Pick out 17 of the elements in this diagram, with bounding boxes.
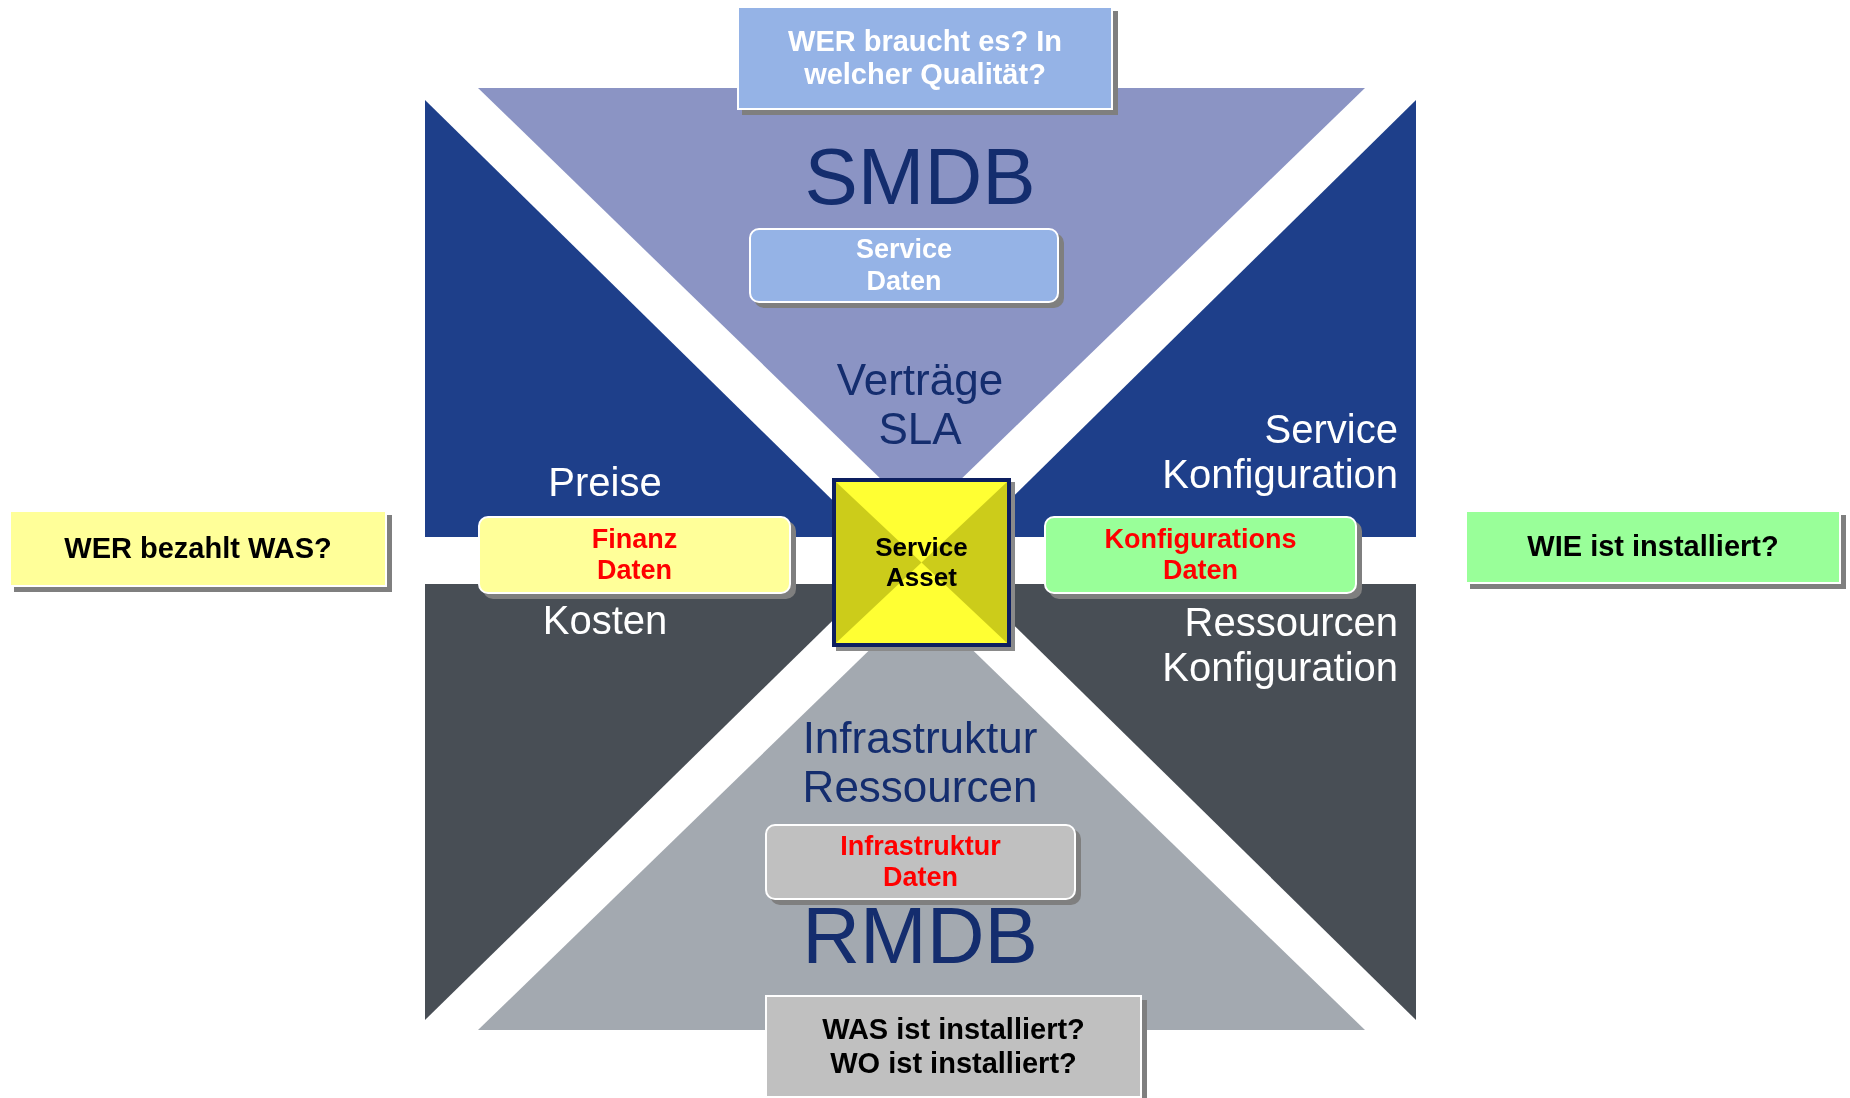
- region-label: Preise: [548, 460, 662, 505]
- region-label: Ressourcen Konfiguration: [1162, 600, 1398, 690]
- box-label: Infrastruktur Daten: [840, 830, 1001, 894]
- region-label: Verträge SLA: [836, 355, 1004, 454]
- box-label: WER bezahlt WAS?: [63, 531, 333, 566]
- box-label: WAS ist installiert? WO ist installiert?: [821, 1013, 1086, 1080]
- region-label: Kosten: [542, 598, 668, 643]
- region-label: Infrastruktur Ressourcen: [802, 713, 1038, 812]
- box-label: Finanz Daten: [591, 523, 678, 587]
- asset-label: Service Asset: [875, 532, 968, 593]
- box-label: Service Daten: [855, 234, 953, 297]
- box-label: WIE ist installiert?: [1526, 530, 1780, 564]
- database-title: SMDB: [804, 132, 1036, 222]
- database-title: RMDB: [802, 891, 1038, 981]
- box-label: WER braucht es? In welcher Qualität?: [787, 24, 1063, 92]
- box-label: Konfigurations Daten: [1104, 523, 1297, 587]
- region-label: Service Konfiguration: [1162, 407, 1398, 497]
